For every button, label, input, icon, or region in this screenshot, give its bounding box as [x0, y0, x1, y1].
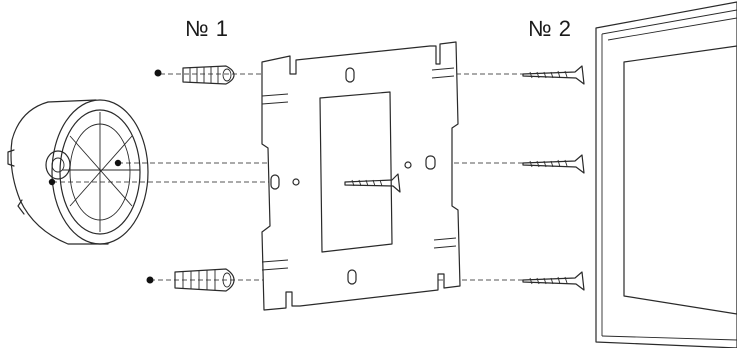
screw-group-label: № 2 — [528, 16, 572, 41]
screw-icon — [344, 173, 401, 193]
junction-box-icon — [7, 99, 149, 245]
screw-icon — [522, 271, 585, 291]
mounting-plate-icon — [261, 41, 461, 311]
wall-dowel-icon — [154, 65, 235, 85]
screw-icon — [522, 154, 585, 174]
panel-device-icon — [595, 1, 737, 348]
screw-icon — [522, 65, 585, 85]
wall-dowel-icon — [146, 268, 235, 292]
dowel-group-label: № 1 — [185, 16, 229, 41]
